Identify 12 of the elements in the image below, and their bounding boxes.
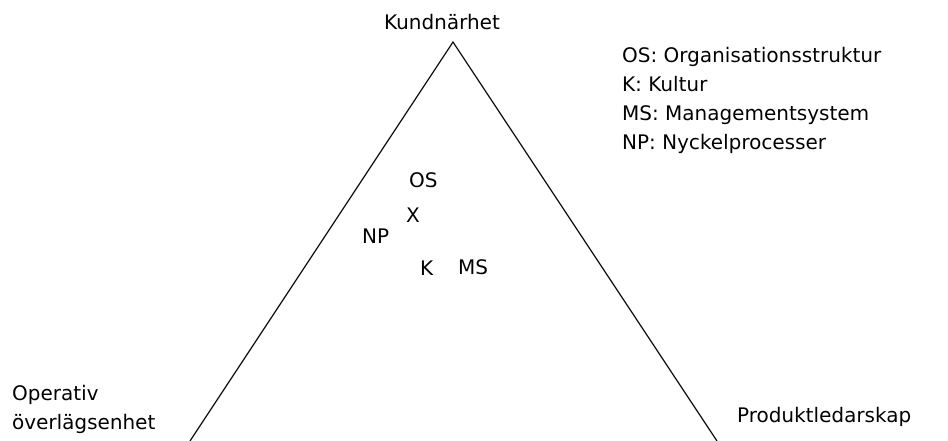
axis-label: Kundnärhet — [384, 9, 500, 36]
legend-text: NP: Nyckelprocesser — [622, 129, 826, 156]
legend-text: OS: Organisationsstruktur — [622, 42, 882, 69]
legend-text: K: Kultur — [622, 71, 708, 98]
legend-text: MS: Managementsystem — [622, 100, 870, 127]
point-label: X — [406, 202, 420, 229]
point-label: NP — [362, 223, 390, 250]
axis-label: Operativ överlägsenhet — [12, 380, 156, 436]
point-label: MS — [458, 254, 488, 281]
point-label: K — [420, 255, 434, 282]
point-label: OS — [409, 167, 438, 194]
axis-label: Produktledarskap — [737, 402, 912, 429]
